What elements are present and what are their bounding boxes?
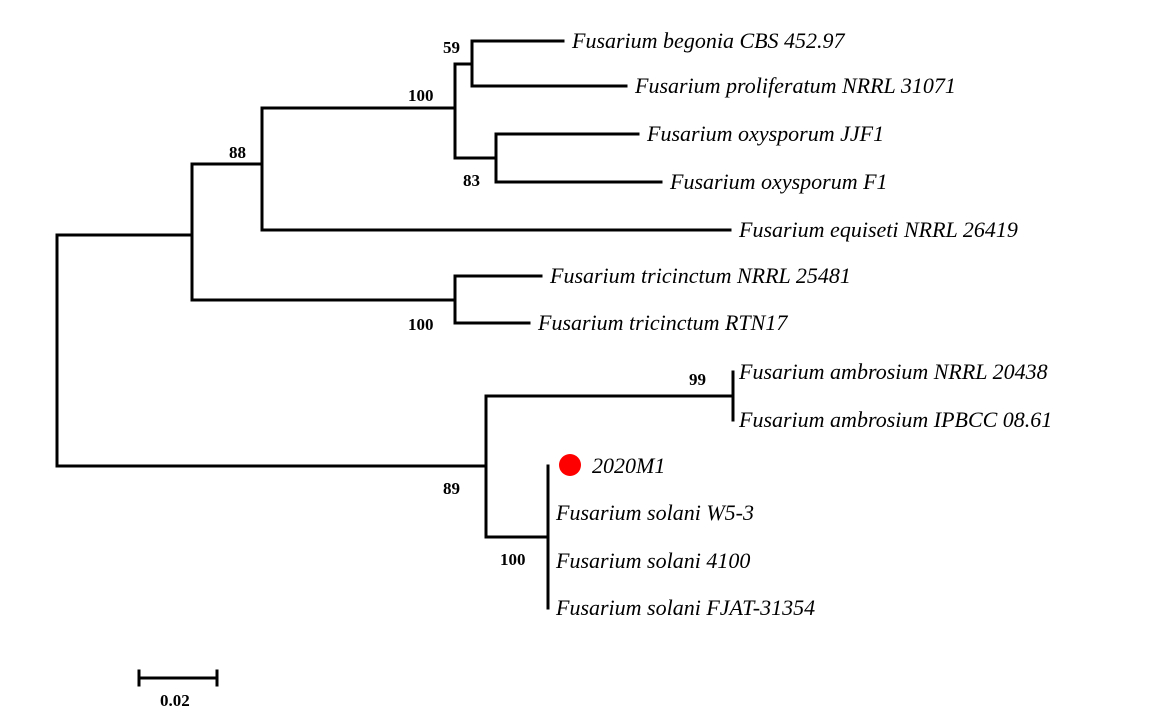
support-value: 99 <box>689 370 706 389</box>
highlight-marker <box>559 454 581 476</box>
support-value: 100 <box>408 86 434 105</box>
support-value: 89 <box>443 479 460 498</box>
support-value: 100 <box>408 315 434 334</box>
taxon-label: Fusarium solani W5-3 <box>555 500 754 525</box>
support-value: 83 <box>463 171 480 190</box>
support-values: 59 100 83 88 100 99 89 100 <box>229 38 706 569</box>
taxon-labels: Fusarium begonia CBS 452.97 Fusarium pro… <box>537 28 1052 620</box>
scale-bar: 0.02 <box>137 669 219 710</box>
taxon-label: Fusarium tricinctum NRRL 25481 <box>549 263 851 288</box>
taxon-label: Fusarium tricinctum RTN17 <box>537 310 788 335</box>
taxon-label-highlighted: 2020M1 <box>592 453 665 478</box>
taxon-label: Fusarium begonia CBS 452.97 <box>571 28 846 53</box>
support-value: 88 <box>229 143 246 162</box>
taxon-label: Fusarium oxysporum F1 <box>669 169 888 194</box>
support-value: 59 <box>443 38 460 57</box>
taxon-label: Fusarium ambrosium NRRL 20438 <box>738 359 1048 384</box>
taxon-label: Fusarium solani 4100 <box>555 548 750 573</box>
taxon-label: Fusarium oxysporum JJF1 <box>646 121 884 146</box>
taxon-label: Fusarium ambrosium IPBCC 08.61 <box>738 407 1052 432</box>
scale-bar-label: 0.02 <box>160 691 190 710</box>
taxon-label: Fusarium proliferatum NRRL 31071 <box>634 73 956 98</box>
tree-branches <box>55 39 735 610</box>
support-value: 100 <box>500 550 526 569</box>
taxon-label: Fusarium equiseti NRRL 26419 <box>738 217 1018 242</box>
taxon-label: Fusarium solani FJAT-31354 <box>555 595 815 620</box>
